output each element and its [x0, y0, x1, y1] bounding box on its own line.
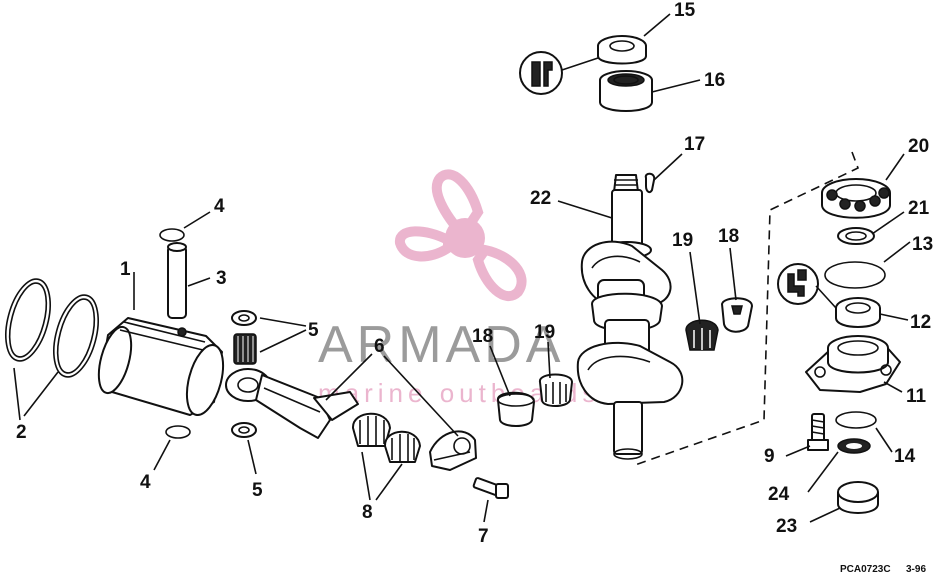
main-bearing-18-left [497, 391, 535, 427]
piston-rings [5, 278, 99, 378]
label-13: 13 [912, 234, 933, 255]
label-22: 22 [530, 188, 551, 209]
woodruff-key [644, 172, 656, 194]
connecting-rod [225, 368, 359, 439]
label-7: 7 [478, 526, 489, 547]
label-4-top: 4 [214, 196, 225, 217]
label-5-bottom: 5 [252, 480, 263, 501]
housing-screw [807, 413, 829, 451]
rod-bearing-cage-left [351, 412, 391, 447]
retaining-clip-bottom [165, 425, 191, 439]
label-6: 6 [374, 336, 385, 357]
figure-code: PCA0723C [840, 564, 891, 575]
callout-labels: 1 2 3 4 4 5 5 6 7 8 9 11 12 13 14 15 16 … [16, 0, 933, 547]
label-16: 16 [704, 70, 725, 91]
label-3: 3 [216, 268, 227, 289]
figure-date: 3-96 [906, 564, 926, 575]
lower-bearing-housing [805, 335, 901, 393]
retaining-clip-top [159, 228, 185, 242]
o-ring [824, 261, 886, 289]
lower-oil-seal [835, 297, 881, 328]
watermark: ARMADA marine outboards [318, 169, 595, 408]
o-ring-14 [835, 411, 877, 429]
label-18-right: 18 [718, 226, 739, 247]
label-5-top: 5 [308, 320, 319, 341]
ball-bearing [821, 178, 891, 219]
wrist-pin [167, 242, 187, 319]
seal-orientation-inset [519, 51, 563, 95]
thrust-washer-bottom [231, 422, 257, 438]
crankshaft [576, 174, 684, 460]
label-11: 11 [906, 386, 927, 407]
rod-cap [429, 430, 477, 471]
label-19-left: 19 [534, 322, 555, 343]
thrust-washer-top [231, 310, 257, 326]
lower-seal-inset [777, 263, 819, 305]
label-12: 12 [910, 312, 931, 333]
bearing-half-18-right [721, 297, 753, 333]
label-17: 17 [684, 134, 705, 155]
label-19-right: 19 [672, 230, 693, 251]
bearing-cage-19-right [685, 319, 719, 351]
label-20: 20 [908, 136, 929, 157]
label-23: 23 [776, 516, 797, 537]
retaining-ring-21 [837, 227, 875, 245]
label-21: 21 [908, 198, 930, 219]
upper-bearing [599, 70, 653, 112]
watermark-title: ARMADA [318, 316, 564, 374]
label-24: 24 [768, 484, 790, 505]
needle-bearing [233, 333, 257, 365]
label-4-bottom: 4 [140, 472, 151, 493]
label-18-left: 18 [472, 326, 493, 347]
piston [97, 317, 225, 417]
rod-bearing-cage-right [383, 430, 421, 463]
label-8: 8 [362, 502, 373, 523]
figure-footer: PCA0723C 3-96 [840, 564, 926, 575]
main-bearing-19-left [539, 373, 573, 407]
label-1: 1 [120, 259, 131, 280]
leader-lines [13, 13, 911, 523]
label-15: 15 [674, 0, 696, 21]
label-9: 9 [764, 446, 775, 467]
seal-24 [837, 438, 871, 454]
label-2: 2 [16, 422, 27, 443]
cap-23 [837, 481, 879, 514]
rod-bolt [472, 477, 509, 499]
propeller-icon [395, 169, 527, 301]
label-14: 14 [894, 446, 916, 467]
upper-oil-seal [597, 35, 647, 65]
